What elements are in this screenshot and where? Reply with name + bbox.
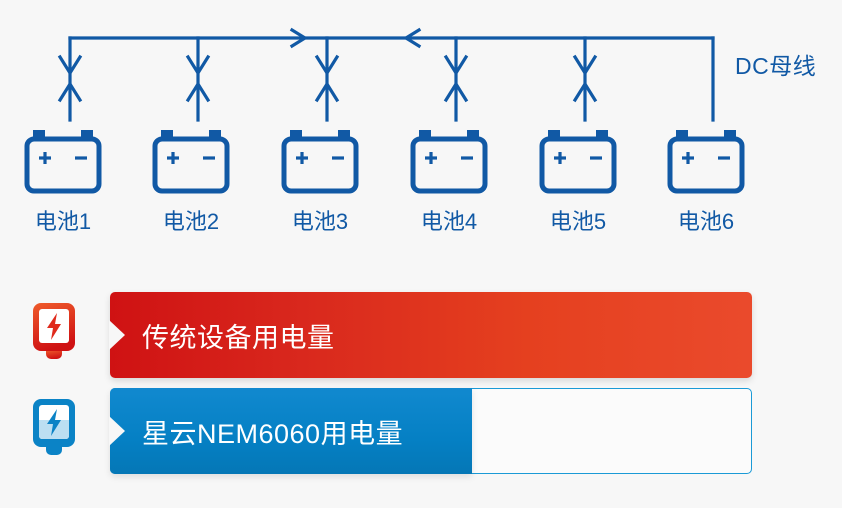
battery-symbol-3 [281,130,359,194]
branch-arrow-up-1 [57,80,83,103]
schematic-svg [24,27,745,194]
dc-bus-label: DC母线 [735,53,817,79]
bus-arrow-right-icon [289,27,309,49]
consumption-comparison: 传统设备用电量 [0,270,842,508]
battery-label-2: 电池2 [162,209,220,234]
nem6060-bar-fill: 星云NEM6060用电量 [110,388,472,474]
battery-symbol-2 [152,130,230,194]
branch-arrow-down-5 [572,54,598,77]
traditional-bar-label: 传统设备用电量 [142,322,335,353]
battery-symbol-4 [410,130,488,194]
branch-arrow-up-2 [185,80,211,103]
battery-symbol-6 [667,130,745,194]
branch-arrow-up-3 [314,80,340,103]
dc-bus-schematic: DC母线 电池1 电池2 电池3 电池4 电池5 电池6 [24,27,817,234]
traditional-bar-notch-icon [109,320,125,350]
branch-arrow-up-4 [443,80,469,103]
branch-arrow-up-5 [572,80,598,103]
branch-arrow-down-4 [443,54,469,77]
branch-arrow-down-1 [57,54,83,77]
nem6060-bar-wrap: 星云NEM6060用电量 [109,388,752,474]
traditional-bar-fill: 传统设备用电量 [110,292,752,378]
comparison-row-nem6060: 星云NEM6060用电量 [0,388,842,474]
battery-symbols [24,130,745,194]
device-power-icon-blue [33,399,75,455]
battery-label-1: 电池1 [34,209,92,234]
device-power-icon-red [33,303,75,359]
traditional-bar-wrap: 传统设备用电量 [109,292,752,378]
battery-symbol-5 [539,130,617,194]
branch-arrow-down-3 [314,54,340,77]
battery-label-3: 电池3 [291,209,349,234]
nem6060-bar-notch-icon [109,416,125,446]
bus-arrow-left-icon [402,27,422,49]
battery-label-4: 电池4 [420,209,478,234]
battery-symbol-1 [24,130,102,194]
branch-arrow-down-2 [185,54,211,77]
nem6060-bar-label: 星云NEM6060用电量 [142,418,404,449]
battery-label-6: 电池6 [677,209,735,234]
battery-label-5: 电池5 [549,209,607,234]
comparison-row-traditional: 传统设备用电量 [0,292,842,378]
